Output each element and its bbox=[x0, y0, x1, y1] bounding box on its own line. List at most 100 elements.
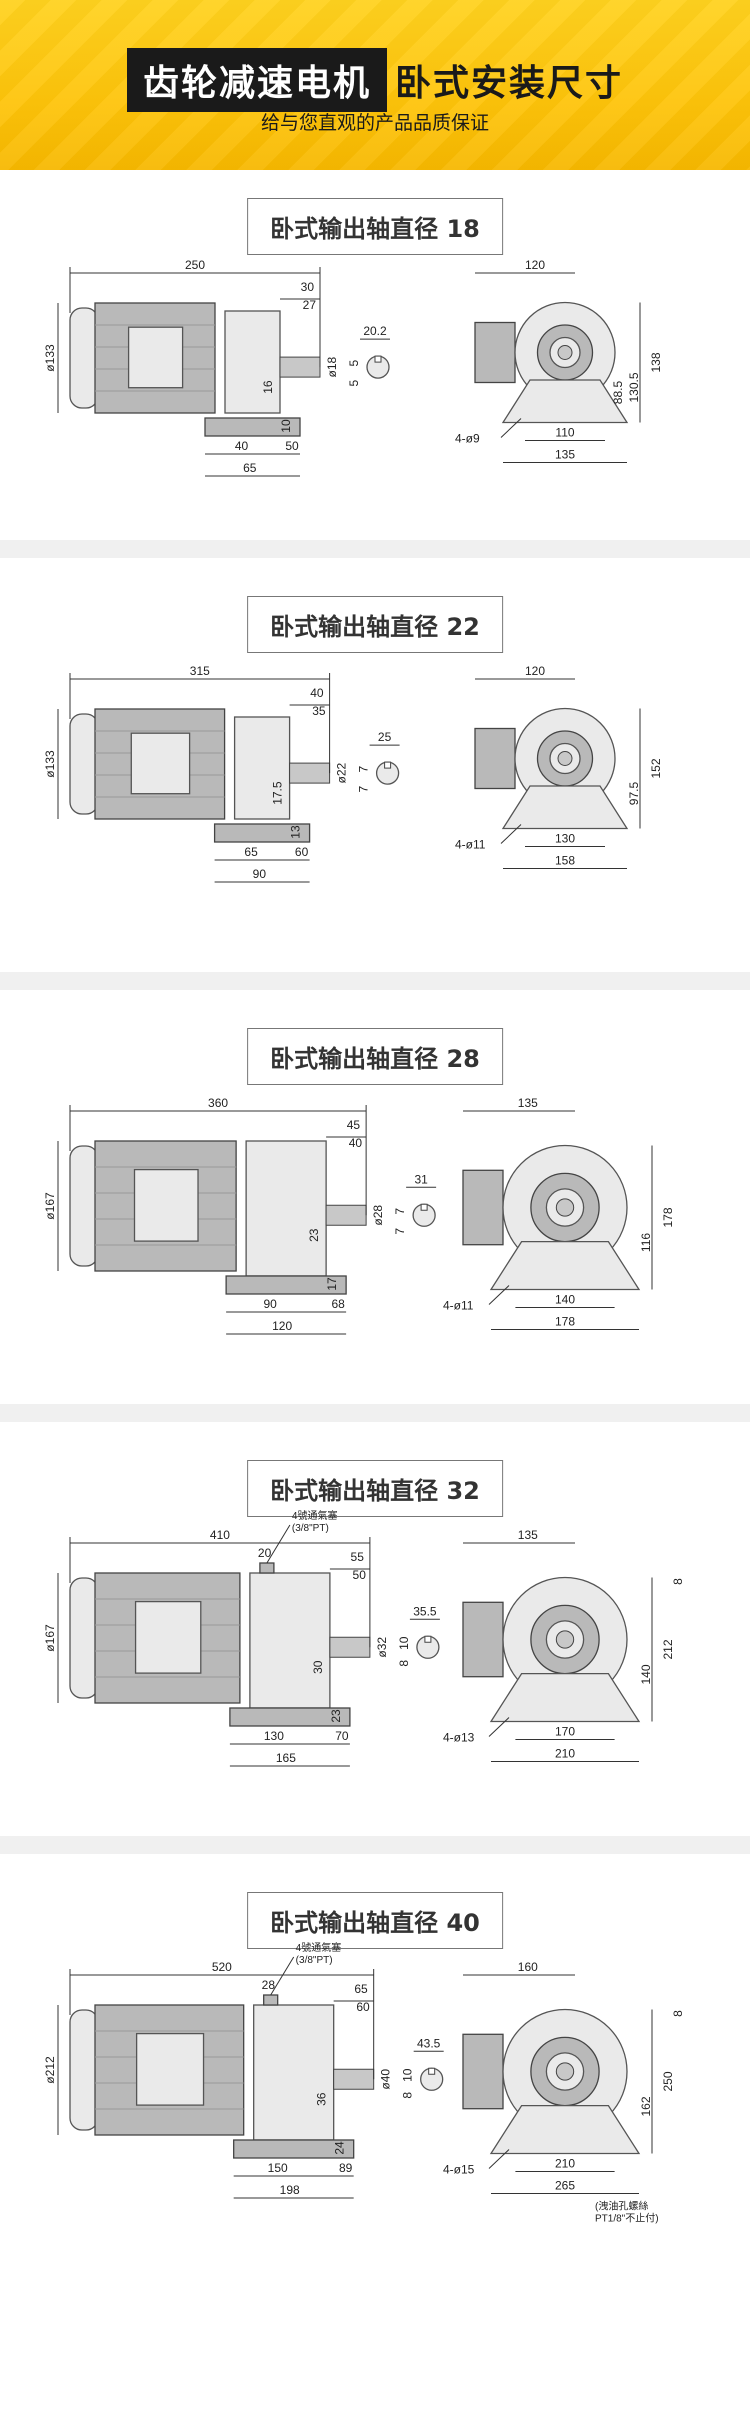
dim-shaft-diameter: ø18 bbox=[325, 356, 339, 377]
motor-body bbox=[94, 1572, 241, 1704]
dim-base-b: 135 bbox=[555, 448, 575, 462]
dim-key-width: 31 bbox=[414, 1172, 428, 1186]
dim-base-b: 210 bbox=[555, 1747, 575, 1761]
dim-side-height-b: 88.5 bbox=[611, 380, 625, 404]
dim-total-length: 520 bbox=[212, 1960, 232, 1974]
section-title: 卧式输出轴直径 18 bbox=[247, 198, 503, 255]
section-title: 卧式输出轴直径 40 bbox=[247, 1892, 503, 1949]
dim-side-width: 120 bbox=[525, 664, 545, 678]
page-title: 齿轮减速电机 卧式安装尺寸 bbox=[0, 48, 750, 112]
dim-side-width: 135 bbox=[518, 1528, 538, 1542]
dim-side-width: 135 bbox=[518, 1096, 538, 1110]
dim-mounting-holes: 4-ø11 bbox=[443, 1299, 474, 1313]
dim-key-length: 27 bbox=[303, 298, 317, 312]
dim-motor-diameter: ø133 bbox=[43, 344, 57, 372]
gearbox bbox=[245, 1140, 327, 1277]
dim-shaft-diameter: ø32 bbox=[375, 1637, 389, 1658]
dim-shaft-diameter: ø22 bbox=[335, 762, 349, 783]
page-subtitle: 给与您直观的产品品质保证 bbox=[260, 112, 489, 134]
gearbox bbox=[224, 310, 281, 414]
dim-key-width: 43.5 bbox=[417, 2036, 441, 2050]
motor-fan-cap bbox=[69, 307, 99, 409]
dim-foot-c: 198 bbox=[280, 2183, 300, 2197]
title-highlight: 齿轮减速电机 bbox=[126, 48, 387, 112]
dim-key-length: 40 bbox=[349, 1136, 363, 1150]
shaft-core bbox=[557, 751, 573, 766]
dim-side-total-height: 250 bbox=[661, 2071, 675, 2091]
dim-vent-offset: 28 bbox=[262, 1978, 276, 1992]
dim-foot-height: 17 bbox=[325, 1277, 339, 1291]
dim-center-height: 23 bbox=[307, 1228, 321, 1242]
dim-base-b: 158 bbox=[555, 854, 575, 868]
dim-shaft-diameter: ø40 bbox=[379, 2069, 393, 2090]
dim-key-length: 35 bbox=[312, 704, 326, 718]
dim-foot-c: 120 bbox=[272, 1319, 292, 1333]
dim-shaft-length: 55 bbox=[351, 1550, 365, 1564]
mounting-foot bbox=[204, 417, 301, 437]
dim-foot-b: 89 bbox=[339, 2161, 353, 2175]
motor-fan-cap bbox=[69, 2009, 99, 2131]
motor-fan-cap bbox=[69, 1577, 99, 1699]
dim-side-width: 160 bbox=[518, 1960, 538, 1974]
dim-side-height-a: 97.5 bbox=[627, 781, 641, 805]
vent-plug bbox=[263, 1994, 279, 2006]
dim-key-a: 10 bbox=[397, 1636, 411, 1650]
dim-shaft-length: 65 bbox=[354, 1982, 368, 1996]
vent-plug-label: 4號通氣塞 bbox=[296, 1941, 342, 1954]
output-shaft bbox=[329, 1636, 371, 1658]
dim-side-total-height: 178 bbox=[661, 1207, 675, 1227]
dim-foot-b: 68 bbox=[331, 1297, 345, 1311]
dim-side-height-a: 140 bbox=[639, 1664, 653, 1684]
vent-plug bbox=[259, 1562, 275, 1574]
dim-side-height-a: 130.5 bbox=[627, 372, 641, 402]
section-title: 卧式输出轴直径 32 bbox=[247, 1460, 503, 1517]
dim-total-length: 315 bbox=[190, 664, 210, 678]
dim-total-length: 250 bbox=[185, 258, 205, 272]
side-terminal-box bbox=[474, 321, 516, 384]
dim-foot-a: 130 bbox=[264, 1729, 284, 1743]
side-base bbox=[501, 785, 629, 830]
dim-motor-diameter: ø133 bbox=[43, 750, 57, 778]
dim-foot-b: 60 bbox=[295, 845, 309, 859]
mounting-foot bbox=[225, 1275, 347, 1295]
terminal-box bbox=[133, 1168, 199, 1242]
dim-foot-c: 90 bbox=[253, 867, 267, 881]
dim-base-b: 265 bbox=[555, 2179, 575, 2193]
drain-plug-label: (洩油孔螺絲 bbox=[595, 2200, 648, 2213]
hole-leader bbox=[488, 1285, 510, 1305]
dim-side-total-height: 152 bbox=[649, 758, 663, 778]
dim-foot-c: 165 bbox=[276, 1751, 296, 1765]
dim-side-height-a: 116 bbox=[639, 1233, 653, 1252]
dim-foot-height: 23 bbox=[329, 1709, 343, 1723]
dim-foot-height: 13 bbox=[289, 825, 303, 839]
dim-key-a: 7 bbox=[393, 1208, 407, 1215]
side-terminal-box bbox=[462, 2033, 504, 2110]
dim-foot-a: 65 bbox=[244, 845, 258, 859]
output-shaft bbox=[325, 1204, 367, 1226]
vent-leader bbox=[266, 1524, 291, 1564]
dim-key-width: 20.2 bbox=[363, 324, 387, 338]
motor-fan-cap bbox=[69, 713, 99, 815]
dim-total-length: 360 bbox=[208, 1096, 228, 1110]
dim-foot-a: 40 bbox=[235, 439, 249, 453]
title-rest: 卧式安装尺寸 bbox=[395, 63, 624, 104]
hole-leader bbox=[500, 824, 522, 844]
dim-mounting-holes: 4-ø13 bbox=[443, 1731, 475, 1745]
dim-foot-b: 50 bbox=[285, 439, 299, 453]
dim-center-height: 17.5 bbox=[271, 781, 285, 805]
side-base bbox=[501, 379, 629, 424]
vent-plug-note: (3/8"PT) bbox=[296, 1955, 333, 1966]
